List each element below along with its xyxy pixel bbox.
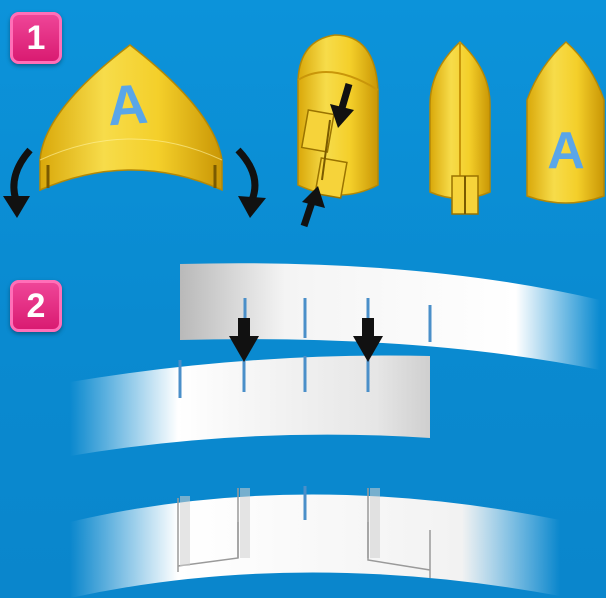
crown-closed-front: A (527, 42, 604, 203)
crown-open: A (40, 45, 222, 190)
crown-letter: A (105, 72, 150, 138)
crown-front-letter: A (547, 122, 585, 180)
bend-arrow-left (3, 150, 30, 218)
strip-joined (70, 486, 560, 598)
strip-middle (70, 356, 430, 456)
crown-closed-back (430, 42, 490, 214)
bend-arrow-right (238, 150, 266, 218)
